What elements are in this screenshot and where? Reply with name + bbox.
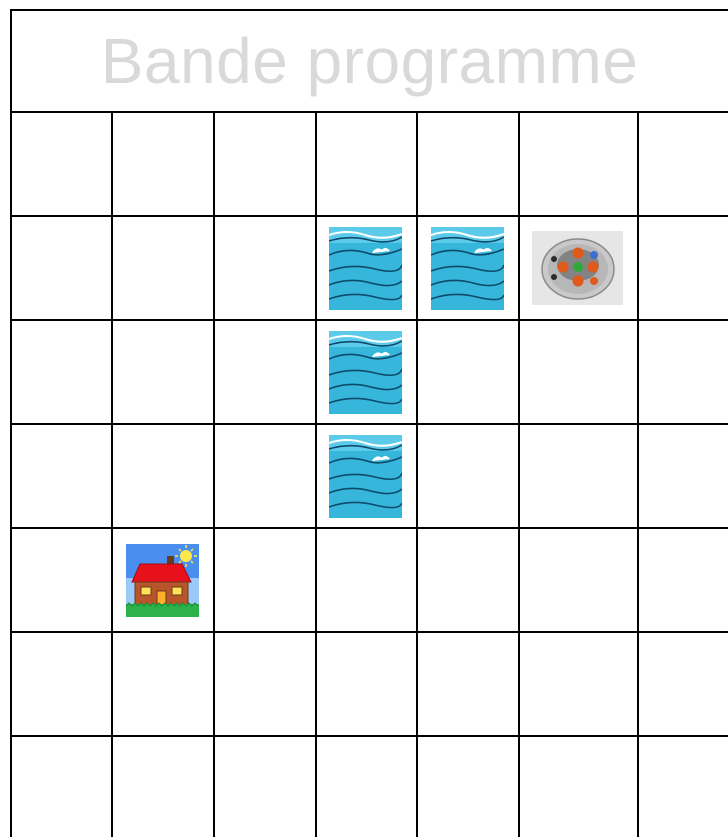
grid-line-row-3 xyxy=(10,423,728,425)
sea-waves-icon xyxy=(329,331,402,414)
grid-line-col-2 xyxy=(213,111,215,837)
grid-line-left xyxy=(10,9,12,837)
bee-bot-robot-icon xyxy=(532,231,623,305)
grid-line-row-4 xyxy=(10,527,728,529)
grid-line-row-1 xyxy=(10,215,728,217)
sea-waves-icon xyxy=(329,227,402,310)
grid-line-row-5 xyxy=(10,631,728,633)
grid-line-col-4 xyxy=(416,111,418,837)
sea-waves-icon xyxy=(329,435,402,518)
page-title: Bande programme xyxy=(11,10,728,111)
grid-line-title-bottom xyxy=(10,111,728,113)
sea-waves-icon xyxy=(431,227,504,310)
grid-line-col-6 xyxy=(637,111,639,837)
grid-line-top xyxy=(10,9,728,11)
grid-line-row-2 xyxy=(10,319,728,321)
grid-line-col-3 xyxy=(315,111,317,837)
house-icon xyxy=(126,544,199,617)
grid-line-col-5 xyxy=(518,111,520,837)
grid-line-row-6 xyxy=(10,735,728,737)
grid-line-col-1 xyxy=(111,111,113,837)
